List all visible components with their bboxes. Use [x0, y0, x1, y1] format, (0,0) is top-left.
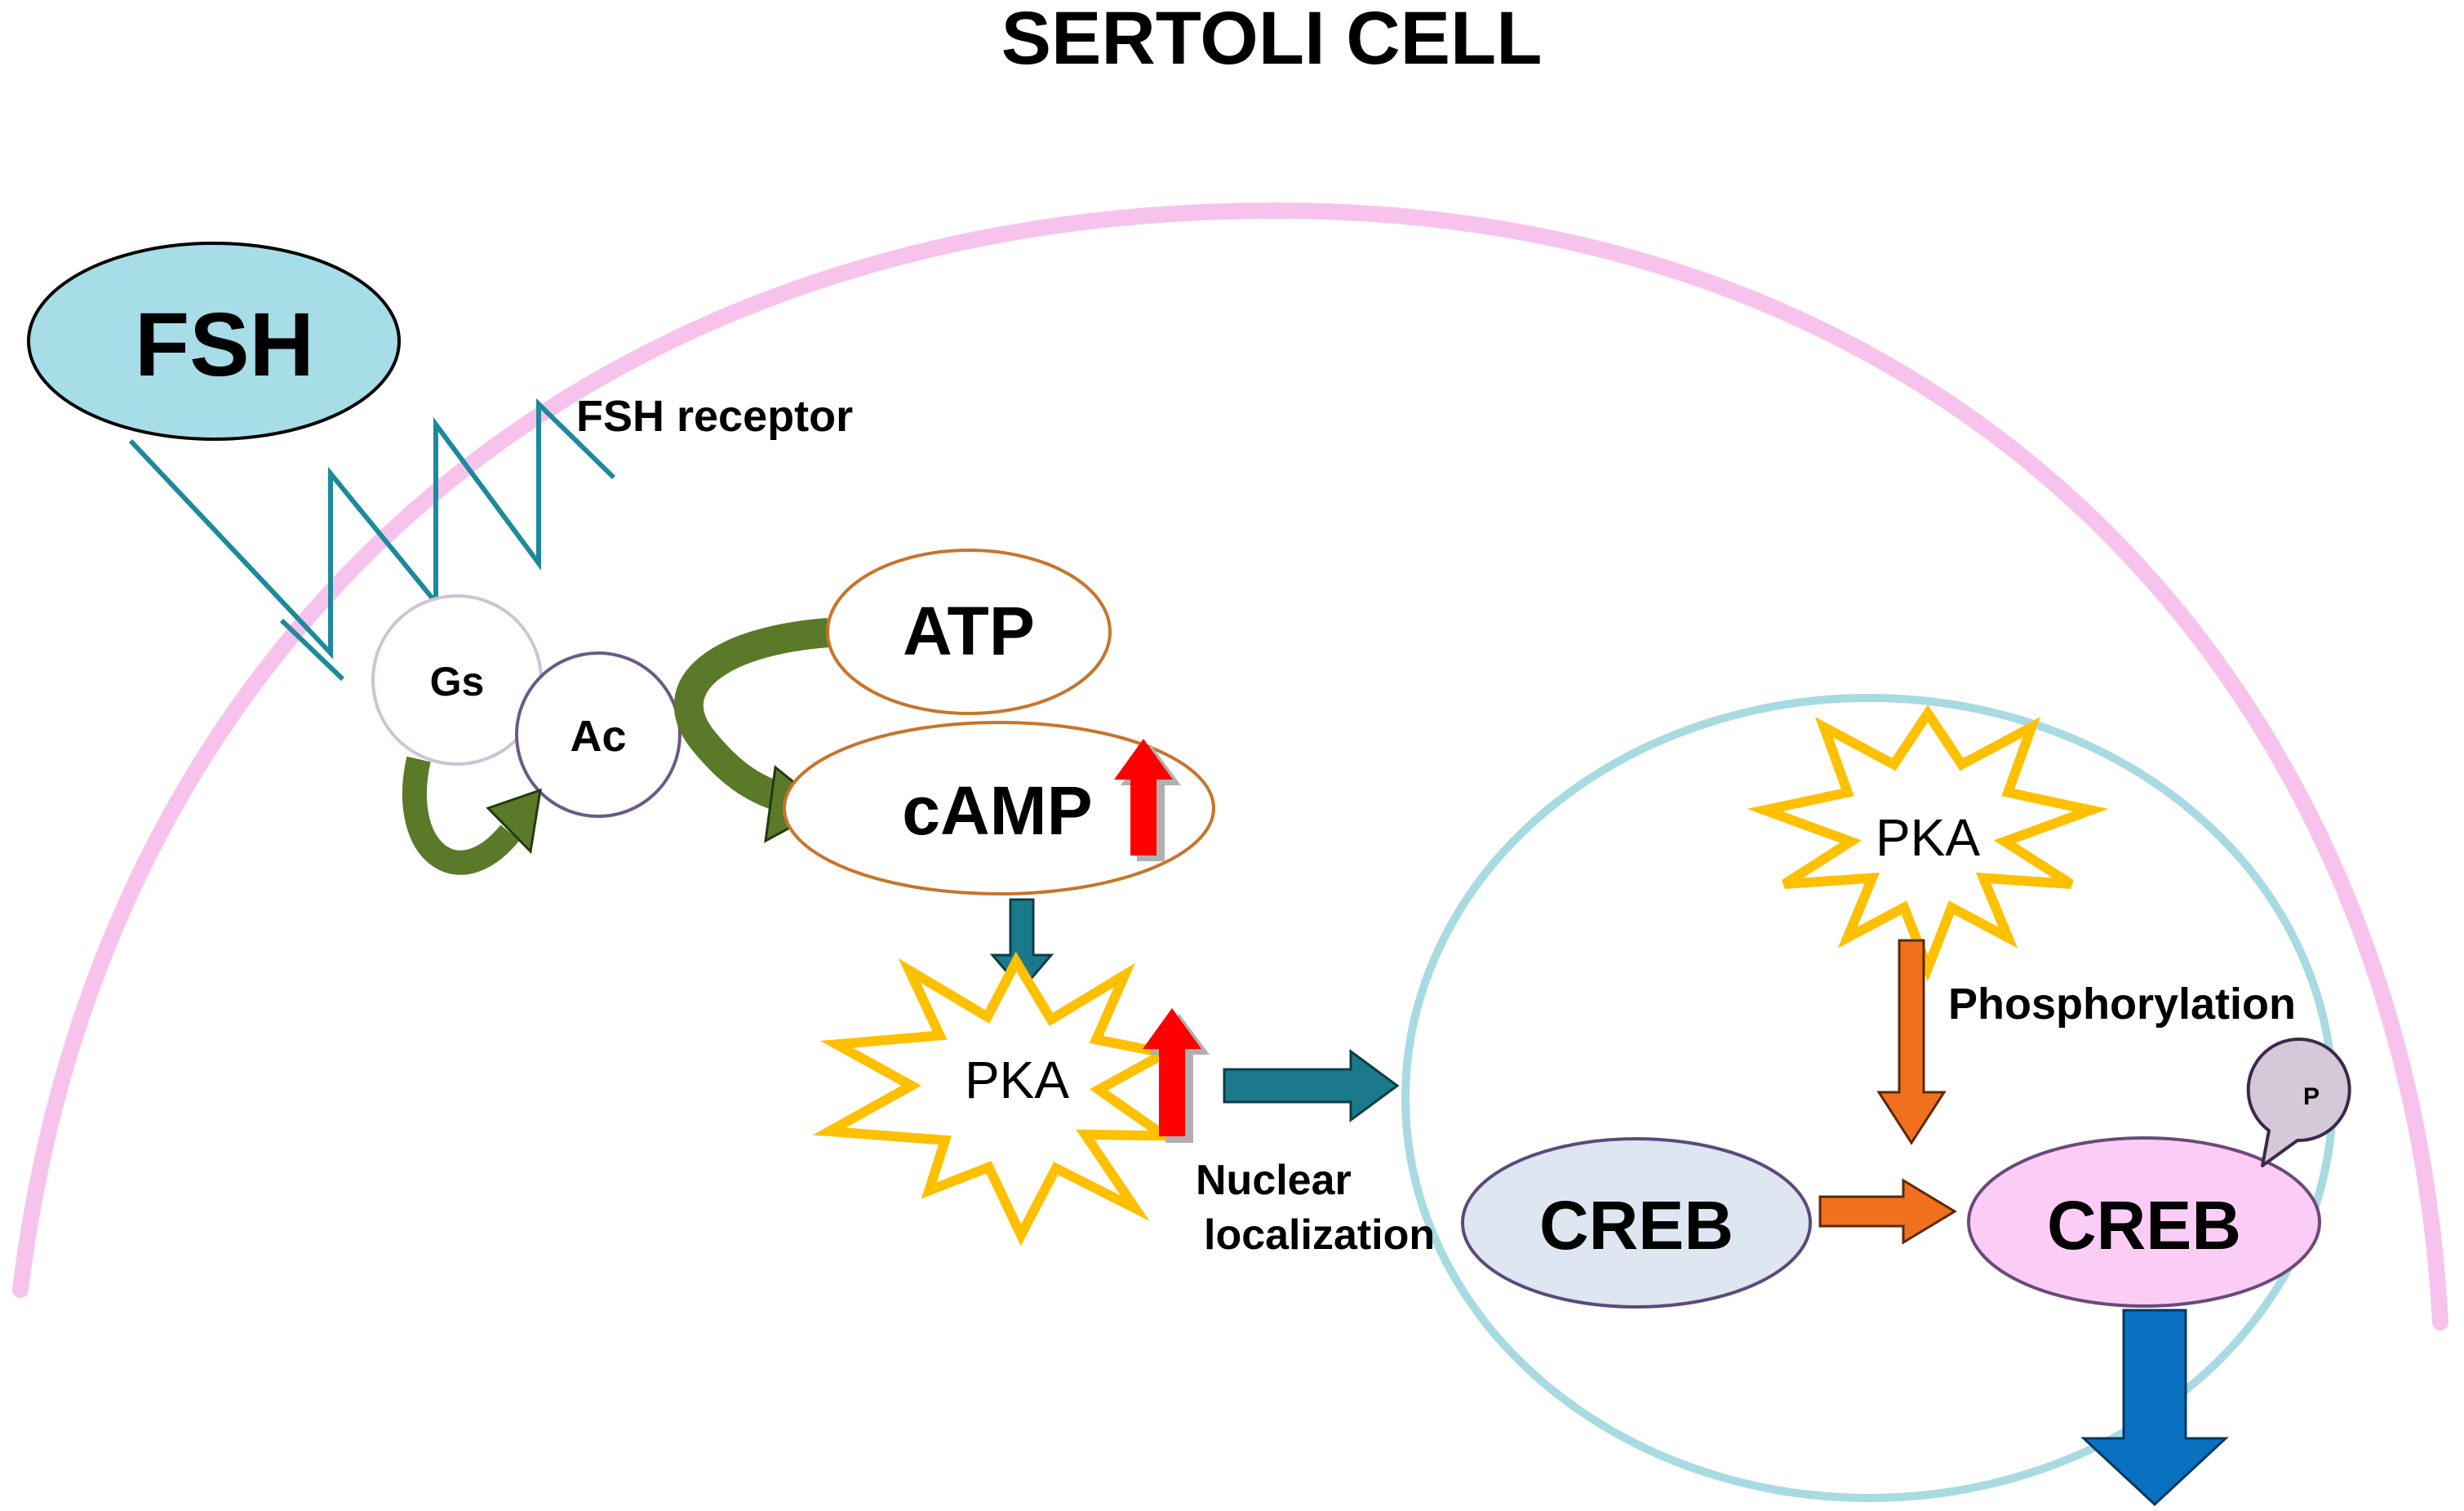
- phosphate-label: P: [2303, 1083, 2320, 1110]
- atp-to-camp-shaft: [673, 618, 830, 813]
- creb-active-label: CREB: [2047, 1187, 2241, 1264]
- creb-active-ellipse: [1967, 1136, 2321, 1308]
- gs-to-ac-head: [486, 788, 542, 855]
- camp-increase-arrow: [1114, 739, 1181, 861]
- camp-ellipse: [783, 721, 1215, 895]
- creb-inactive-ellipse: [1461, 1137, 1812, 1309]
- adenylyl-cyclase: Ac: [515, 651, 681, 818]
- creb-activation-arrow: [1818, 1178, 1957, 1245]
- atp-label: ATP: [903, 593, 1035, 669]
- camp-label: cAMP: [902, 772, 1092, 849]
- camp-to-pka-arrow: [989, 898, 1054, 992]
- transcription-output-arrow: [2080, 1309, 2229, 1507]
- pka-cytoplasm-star: [812, 951, 1181, 1247]
- ac-label: Ac: [570, 712, 626, 761]
- diagram-title: SERTOLI CELL: [1001, 0, 1543, 80]
- pka-nucleus-star: [1747, 704, 2109, 982]
- ac-circle: [515, 651, 681, 818]
- pka-nucleus: PKA: [1747, 704, 2109, 982]
- fsh-label: FSH: [135, 295, 314, 395]
- pka-increase-icon: [1143, 1008, 1201, 1136]
- pka-cytoplasm: PKA: [812, 951, 1210, 1247]
- pka-cytoplasm-label: PKA: [965, 1051, 1069, 1109]
- fsh-receptor: [128, 398, 616, 660]
- pka-nucleus-label: PKA: [1876, 808, 1980, 867]
- gs-to-ac-arrow: [402, 756, 542, 875]
- phosphate-bubble: [2246, 1038, 2351, 1167]
- phosphorylation-label: Phosphorylation: [1948, 980, 2296, 1029]
- camp-increase-icon: [1114, 739, 1173, 855]
- nuclear-localization-arrow: [1223, 1049, 1400, 1122]
- pka-increase-arrow: [1143, 1008, 1210, 1143]
- gs-label: Gs: [430, 659, 485, 704]
- camp: cAMP: [783, 721, 1215, 895]
- atp-ellipse: [826, 549, 1112, 715]
- phosphate-group: P: [2246, 1038, 2351, 1167]
- cell-membrane: [12, 202, 2448, 1331]
- atp: ATP: [826, 549, 1112, 715]
- receptor-tail: [279, 618, 345, 682]
- creb-inactive: CREB: [1461, 1137, 1812, 1309]
- phosphorylation-arrow: [1876, 939, 1947, 1145]
- fsh-hormone: FSH: [27, 242, 401, 441]
- gs-to-ac-shaft: [402, 756, 520, 875]
- fsh-receptor-label: FSH receptor: [576, 392, 853, 441]
- fsh-ellipse: [27, 242, 401, 441]
- nuclear-localization-label-1: Nuclear: [1196, 1157, 1352, 1204]
- creb-inactive-label: CREB: [1539, 1187, 1734, 1264]
- creb-active: CREB: [1967, 1136, 2321, 1308]
- nuclear-localization-label-2: localization: [1204, 1211, 1435, 1259]
